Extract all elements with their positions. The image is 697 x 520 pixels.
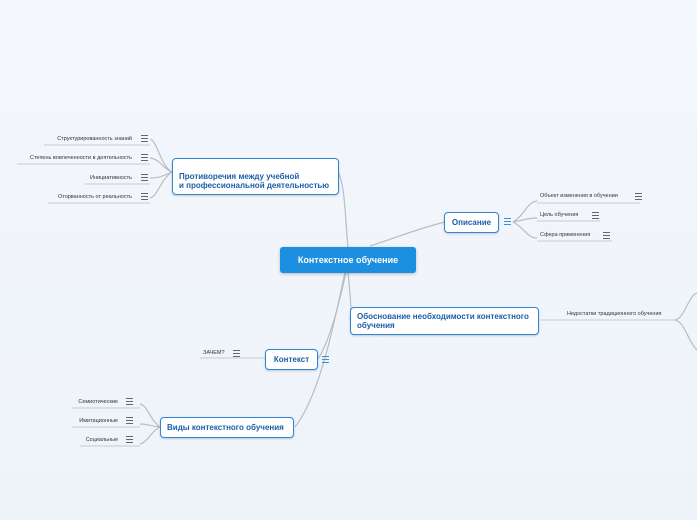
leaf-label: Оторванность от реальность (57, 194, 132, 200)
topic-context-label: Контекст (273, 355, 310, 364)
topic-context[interactable]: Контекст (265, 349, 318, 370)
note-icon[interactable] (141, 154, 148, 161)
leaf-scope[interactable]: Сфера применения (540, 232, 590, 239)
leaf-detachment[interactable]: Оторванность от реальность (48, 194, 132, 201)
leaf-structured-knowledge[interactable]: Структурированность знаний (44, 136, 132, 143)
leaf-goal[interactable]: Цель обучения (540, 212, 578, 219)
note-icon[interactable] (504, 218, 511, 225)
note-icon[interactable] (592, 212, 599, 219)
note-icon[interactable] (126, 417, 133, 424)
note-icon[interactable] (322, 356, 329, 363)
note-icon[interactable] (126, 398, 133, 405)
leaf-label: Инициативность (90, 175, 132, 181)
topic-contradictions-label: Противоречия между учебной и профессиона… (179, 172, 330, 190)
leaf-semiotic[interactable]: Семиотические (60, 399, 118, 406)
topic-description-label: Описание (451, 218, 492, 227)
note-icon[interactable] (141, 174, 148, 181)
topic-kinds-label: Виды контекстного обучения (167, 423, 284, 432)
topic-kinds[interactable]: Виды контекстного обучения (160, 417, 294, 438)
root-topic-label: Контекстное обучение (297, 255, 399, 265)
connector-root-contradictions (337, 171, 349, 249)
note-icon[interactable] (603, 232, 610, 239)
note-icon[interactable] (233, 350, 240, 357)
leaf-object[interactable]: Объект изменения в обучении (540, 193, 618, 200)
topic-contradictions[interactable]: Противоречия между учебной и профессиона… (172, 158, 339, 195)
leaf-traditional-drawbacks[interactable]: Недостатки традиционного обучения (567, 311, 662, 318)
leaf-label: Семиотические (78, 399, 118, 405)
topic-justification-label: Обоснование необходимости контекстного о… (357, 312, 529, 330)
topic-description[interactable]: Описание (444, 212, 499, 233)
note-icon[interactable] (141, 135, 148, 142)
leaf-label: ЗАЧЕМ? (203, 350, 225, 356)
leaf-label: Объект изменения в обучении (540, 193, 618, 199)
leaf-social[interactable]: Социальные (60, 437, 118, 444)
leaf-label: Недостатки традиционного обучения (567, 311, 662, 317)
leaf-label: Степень вовлеченности в деятельность (29, 155, 132, 161)
leaf-imitation[interactable]: Имитационные (60, 418, 118, 425)
leaf-label: Сфера применения (540, 232, 591, 238)
leaf-why[interactable]: ЗАЧЕМ? (203, 350, 225, 357)
leaf-label: Структурированность знаний (57, 136, 132, 142)
leaf-initiative[interactable]: Инициативность (84, 175, 132, 182)
leaf-label: Цель обучения (540, 212, 579, 218)
root-topic[interactable]: Контекстное обучение (280, 247, 416, 273)
note-icon[interactable] (126, 436, 133, 443)
note-icon[interactable] (141, 193, 148, 200)
connector-root-kinds (294, 271, 346, 428)
leaf-label: Социальные (85, 437, 118, 443)
note-icon[interactable] (635, 193, 642, 200)
topic-justification[interactable]: Обоснование необходимости контекстного о… (350, 307, 539, 335)
connector-root-description (369, 221, 446, 247)
leaf-label: Имитационные (79, 418, 118, 424)
leaf-involvement[interactable]: Степень вовлеченности в деятельность (17, 155, 132, 162)
